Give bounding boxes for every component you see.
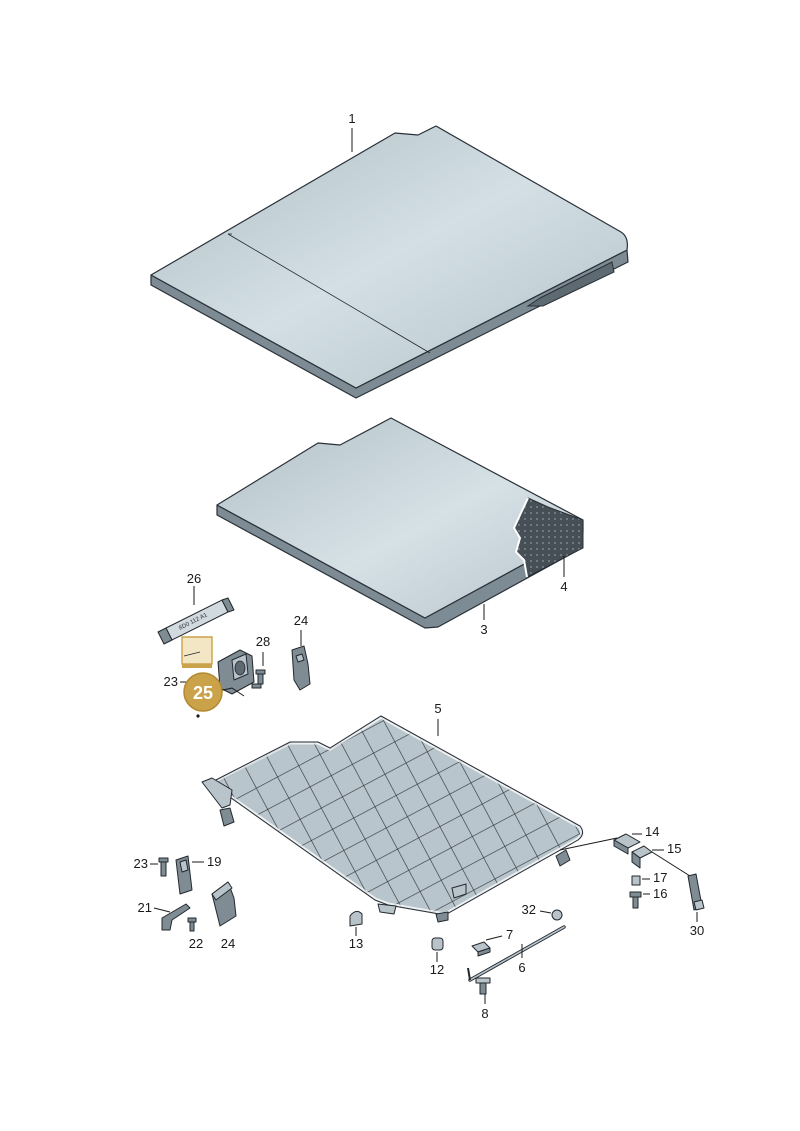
- bracket-19: 21: [138, 900, 191, 931]
- svg-text:25: 25: [193, 683, 213, 703]
- bracket-15: 15: [631, 841, 691, 877]
- callout-5: 5: [434, 701, 442, 736]
- clip: 7: [471, 927, 513, 957]
- screw-28: 28: [251, 634, 270, 689]
- svg-text:22: 22: [189, 936, 203, 951]
- cargo-net-frame: [201, 713, 586, 923]
- svg-text:1: 1: [348, 111, 355, 126]
- label-part-24: 24: [294, 613, 308, 628]
- adhesive-tube-26: 8D0 112 A1 26: [157, 571, 235, 645]
- pad-23: 24 24: [181, 636, 213, 668]
- svg-text:17: 17: [653, 870, 667, 885]
- svg-text:24: 24: [221, 936, 235, 951]
- housing: [217, 649, 255, 695]
- svg-text:15: 15: [667, 841, 681, 856]
- hinge-pin-14: 14: [559, 824, 659, 855]
- bolt-16: 16: [629, 886, 667, 909]
- callout-4: 4: [560, 556, 568, 594]
- svg-text:14: 14: [645, 824, 659, 839]
- screw-20: 22: [187, 917, 203, 951]
- floor-panel-lower: [216, 417, 584, 629]
- svg-text:26: 26: [187, 571, 201, 586]
- svg-text:28: 28: [256, 634, 270, 649]
- callout-8: 8: [481, 994, 489, 1021]
- callout-6: 6: [518, 944, 526, 975]
- cap-32: 32: [522, 902, 563, 921]
- buffer-12: 12: [430, 937, 444, 977]
- screw-21: 23: [134, 856, 169, 877]
- bracket-18: 19: [175, 854, 221, 895]
- floor-panel-upper: [150, 125, 629, 399]
- latch-24: 28 26: [291, 630, 311, 691]
- buffer-13: 13: [349, 910, 363, 951]
- svg-text:3: 3: [480, 622, 487, 637]
- svg-text:23: 23: [134, 856, 148, 871]
- svg-text:7: 7: [506, 927, 513, 942]
- svg-text:13: 13: [349, 936, 363, 951]
- svg-text:19: 19: [207, 854, 221, 869]
- support-rod: [467, 925, 566, 995]
- svg-text:12: 12: [430, 962, 444, 977]
- callout-1: 1: [348, 111, 356, 152]
- label-part-23: 23: [164, 674, 178, 689]
- bracket-22: 24: [211, 881, 237, 951]
- callout-3: 3: [480, 604, 488, 637]
- nut-17: 17: [631, 870, 667, 886]
- svg-text:32: 32: [522, 902, 536, 917]
- svg-text:8: 8: [481, 1006, 488, 1021]
- svg-text:30: 30: [690, 923, 704, 938]
- highlight-callout-25[interactable]: 25: [183, 672, 245, 718]
- svg-text:21: 21: [138, 900, 152, 915]
- svg-text:16: 16: [653, 886, 667, 901]
- svg-text:4: 4: [560, 579, 567, 594]
- bracket-30: 30: [687, 873, 705, 938]
- svg-text:5: 5: [434, 701, 441, 716]
- svg-text:6: 6: [518, 960, 525, 975]
